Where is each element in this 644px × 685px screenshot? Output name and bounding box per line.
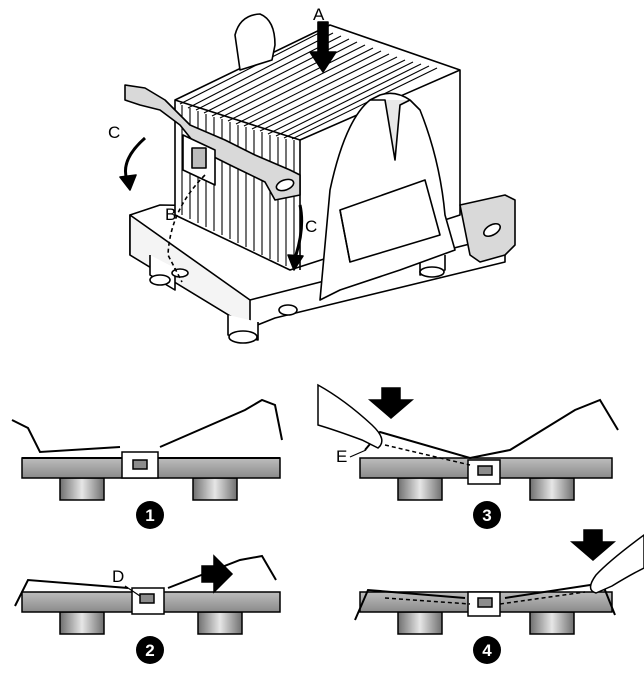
step-number-2: 2 bbox=[145, 641, 154, 660]
callout-d-leader bbox=[124, 585, 141, 597]
down-arrow-a-icon bbox=[309, 21, 337, 73]
right-arrow-icon-step2 bbox=[201, 554, 234, 594]
callout-c-left: C bbox=[108, 123, 120, 142]
step-4-panel bbox=[354, 529, 644, 635]
callout-b: B bbox=[165, 205, 176, 224]
support-tower-front bbox=[319, 92, 456, 301]
retention-clip-left bbox=[124, 84, 301, 283]
hand-finger-icon-step4 bbox=[589, 534, 644, 594]
motion-arrows bbox=[119, 21, 337, 271]
step-1-panel bbox=[11, 398, 283, 501]
step-number-1: 1 bbox=[145, 506, 154, 525]
step-badge-2: 2 bbox=[136, 636, 164, 664]
step-badge-1: 1 bbox=[136, 501, 164, 529]
rotate-arrow-left-icon bbox=[124, 136, 146, 181]
heatsink-assembly bbox=[119, 13, 516, 344]
step-number-3: 3 bbox=[482, 506, 491, 525]
callout-c-right: C bbox=[305, 217, 317, 236]
down-arrow-icon-step4 bbox=[569, 529, 617, 561]
callout-e-leader bbox=[349, 449, 367, 458]
down-arrow-icon-step3 bbox=[367, 387, 415, 419]
callout-e: E bbox=[336, 447, 347, 466]
callout-d: D bbox=[112, 567, 124, 586]
retention-clip-right bbox=[459, 194, 516, 263]
step-3-panel bbox=[317, 383, 619, 501]
rotate-arrow-right-icon bbox=[293, 204, 304, 259]
support-tower-back bbox=[234, 13, 276, 71]
callout-a: A bbox=[313, 5, 325, 24]
step-badge-3: 3 bbox=[473, 501, 501, 529]
step-number-4: 4 bbox=[482, 641, 492, 660]
step-2-panel bbox=[14, 554, 281, 635]
step-badge-4: 4 bbox=[473, 636, 501, 664]
hand-finger-icon-step3 bbox=[317, 383, 383, 449]
